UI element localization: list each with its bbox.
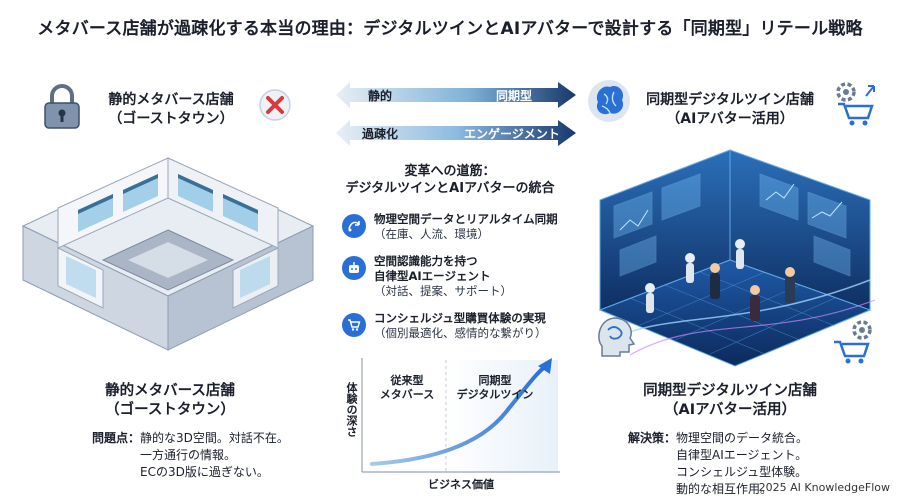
solution-line-3: コンシェルジュ型体験。 [676,465,808,479]
feature-agent-detail: （対話、提案、サポート） [374,284,512,298]
transition-arrow-sparse-to-engagement: 過疎化 エンゲージメント [322,118,578,148]
chart-curve-arrowhead [538,358,552,374]
solution-line-1: 物理空間のデータ統合。 [676,431,809,445]
gear-cart-icon [832,78,878,128]
cart-icon [342,313,366,337]
feature-concierge-detail: （個別最適化、感情的な繋がり） [374,326,547,340]
feature-concierge-title: コンシェルジュ型購買体験の実現 [374,311,546,325]
sync-icon [342,214,366,238]
chart-region-traditional: 従来型 メタバース [368,374,446,402]
feature-sync-title: 物理空間データとリアルタイム同期 [374,212,558,226]
chart-region-traditional-line1: 従来型 [390,374,424,387]
feature-agent-title-2: 自律型AIエージェント [374,269,491,283]
feature-sync-detail: （在庫、人流、環境） [374,227,489,241]
chart-region-sync: 同期型 デジタルツイン [448,374,542,402]
feature-list: 物理空間データとリアルタイム同期 （在庫、人流、環境） 空間認識能力を持つ 自律… [342,212,582,341]
ai-head-icon [592,312,638,362]
footer-credit: 2025 AI KnowledgeFlow [758,481,890,494]
arrow1-to-label: 同期型 [496,89,533,103]
path-heading: 変革への道筋： デジタルツインとAIアバターの統合 [325,163,575,197]
right-heading-line2: （AIアバター活用） [666,111,794,127]
chart-x-label: ビジネス価値 [428,478,494,491]
lock-icon [42,82,82,130]
value-chart: 従来型 メタバース 同期型 デジタルツイン 体験の深さ ビジネス価値 [338,352,568,492]
feature-agent-title-1: 空間認識能力を持つ [374,254,478,268]
page-title: メタバース店舗が過疎化する本当の理由：デジタルツインとAIアバターで設計する「同… [37,19,863,39]
arrow2-from-label: 過疎化 [362,127,399,141]
left-bottom-heading-line1: 静的メタバース店舗 [105,383,235,399]
left-bottom-heading: 静的メタバース店舗 （ゴーストタウン） [70,382,270,420]
arrow1-from-label: 静的 [368,89,393,103]
left-heading-line2: （ゴーストタウン） [108,111,234,127]
problem-line-1: 静的な3D空間。対話不在。 [140,431,289,445]
chart-region-traditional-line2: メタバース [379,388,435,401]
path-heading-line1: 変革への道筋： [404,164,496,179]
problem-label: 問題点： [92,431,141,445]
robot-icon [342,256,366,280]
ai-brain-icon [586,78,632,124]
empty-store-illustration [18,138,318,370]
chart-region-sync-line1: 同期型 [478,374,512,387]
solution-label: 解決策： [628,431,677,445]
right-heading: 同期型デジタルツイン店舗 （AIアバター活用） [635,91,825,129]
feature-item-concierge: コンシェルジュ型購買体験の実現 （個別最適化、感情的な繋がり） [342,311,582,341]
solution-line-2: 自律型AIエージェント。 [676,448,808,462]
feature-item-agent: 空間認識能力を持つ 自律型AIエージェント （対話、提案、サポート） [342,254,582,299]
chart-region-sync-line2: デジタルツイン [456,388,534,401]
left-bottom-heading-line2: （ゴーストタウン） [105,402,235,418]
problem-line-2: 一方通行の情報。 [140,448,237,462]
right-bottom-heading-line1: 同期型デジタルツイン店舗 [643,383,817,399]
path-heading-line2: デジタルツインとAIアバターの統合 [345,181,555,196]
chart-y-label: 体験の深さ [345,382,358,437]
left-heading: 静的メタバース店舗 （ゴーストタウン） [96,91,246,129]
arrow2-to-label: エンゲージメント [464,127,560,141]
feature-item-sync: 物理空間データとリアルタイム同期 （在庫、人流、環境） [342,212,582,242]
chart-growth-curve [370,364,548,466]
problem-line-3: ECの3D版に過ぎない。 [140,465,269,479]
red-x-icon [258,88,292,122]
right-bottom-heading-line2: （AIアバター活用） [663,402,797,418]
problem-block: 問題点： 静的な3D空間。対話不在。 一方通行の情報。 ECの3D版に過ぎない。 [92,430,332,481]
left-heading-line1: 静的メタバース店舗 [108,92,234,108]
gear-cart-icon-bottom [830,316,876,366]
right-bottom-heading: 同期型デジタルツイン店舗 （AIアバター活用） [620,382,840,420]
transition-arrow-static-to-sync: 静的 同期型 [322,80,578,110]
solution-block: 解決策： 物理空間のデータ統合。 自律型AIエージェント。 コンシェルジュ型体験… [628,430,868,498]
right-heading-line1: 同期型デジタルツイン店舗 [646,92,814,108]
digital-twin-store-illustration [590,140,880,372]
solution-line-4: 動的な相互作用。 [676,482,773,496]
